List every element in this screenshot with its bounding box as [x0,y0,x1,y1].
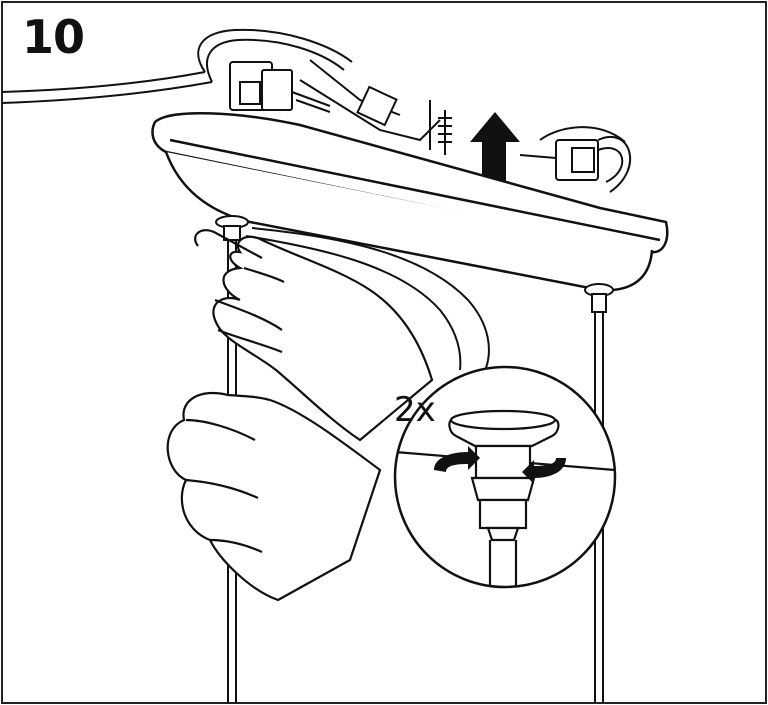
supply-cable [1,28,353,104]
detail-loupe [393,365,617,589]
lower-hand [166,391,382,602]
up-arrow-icon [470,112,520,188]
ceiling-canopy [151,111,669,292]
detail-callout-lines [245,227,490,371]
repeat-count-label: 2x [394,390,436,430]
terminal-blocks [229,59,632,193]
rotate-arrows-icon [434,446,566,484]
upper-hand [194,229,434,442]
step-number: 10 [22,10,85,64]
